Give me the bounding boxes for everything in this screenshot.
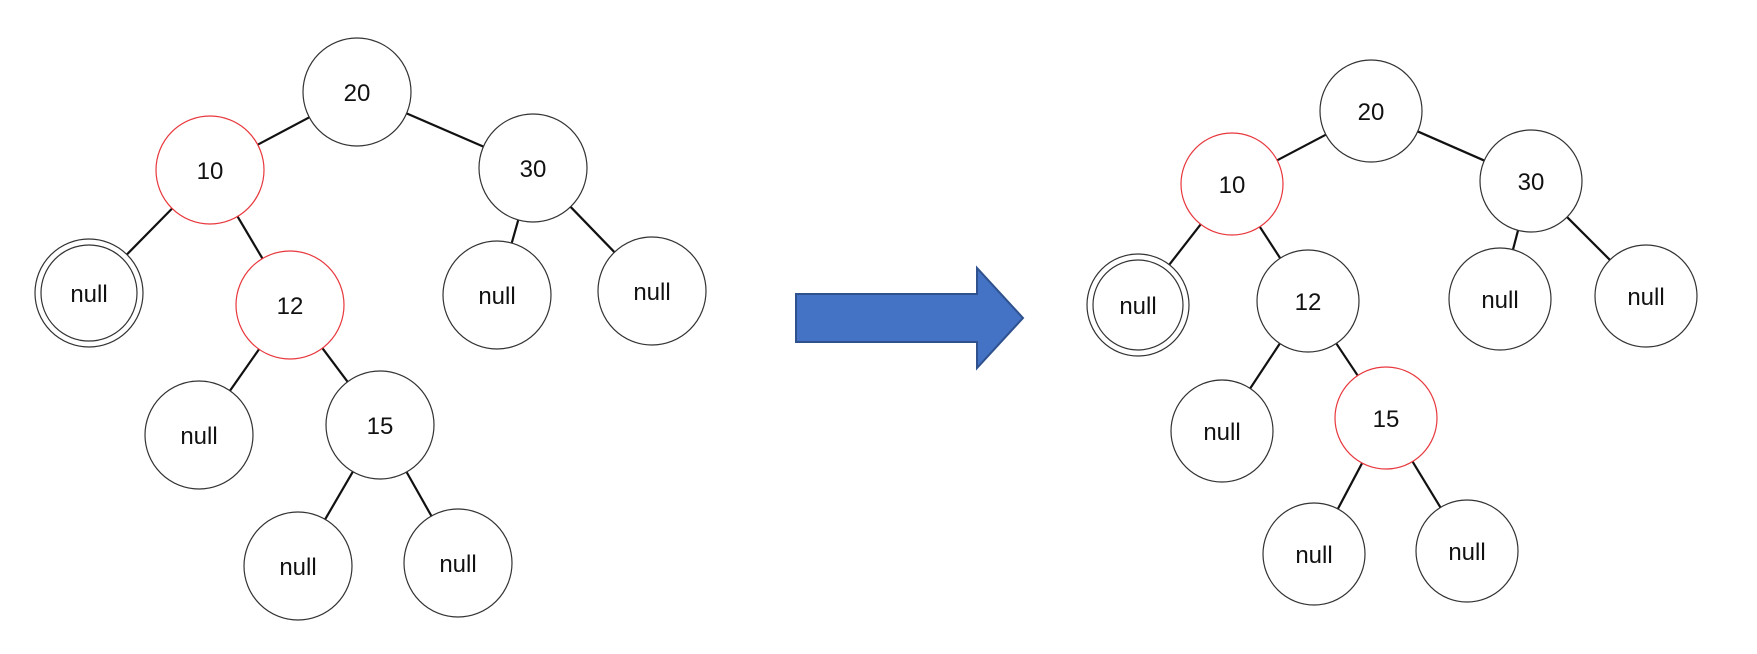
transition-arrow <box>795 265 1025 371</box>
null-leaf-node: null <box>243 511 353 621</box>
node-label: 20 <box>344 80 371 107</box>
node-label: null <box>279 554 316 581</box>
tree-edge <box>1168 223 1202 266</box>
node-label: null <box>1627 284 1664 311</box>
node-label: null <box>439 551 476 578</box>
node-label: 10 <box>197 158 224 185</box>
tree-edge <box>257 116 310 146</box>
double-border-inner-circle <box>1092 259 1184 351</box>
black-node-circle <box>1319 59 1423 163</box>
node-label: null <box>633 279 670 306</box>
tree-edge <box>321 347 349 383</box>
black-node-circle <box>1415 499 1519 603</box>
black-node-circle <box>144 380 254 490</box>
null-leaf-node: null <box>597 236 707 346</box>
tree-node-12: 12 <box>1256 249 1360 353</box>
tree-edge <box>569 206 616 253</box>
black-node-circle <box>1256 249 1360 353</box>
null-leaf-node: null <box>1415 499 1519 603</box>
black-node-circle <box>442 240 552 350</box>
node-label: null <box>1448 539 1485 566</box>
tree-node-10: 10 <box>1180 132 1284 236</box>
null-leaf-node: null <box>1170 379 1274 483</box>
red-node-circle <box>1334 366 1438 470</box>
red-node-circle <box>235 250 345 360</box>
before-tree: 20 10 30 null 12 null null null 15 null null <box>34 37 707 621</box>
black-node-circle <box>1594 244 1698 348</box>
tree-node-30: 30 <box>478 113 588 223</box>
tree-edge <box>1276 133 1327 162</box>
after-tree: 20 10 30 null 12 null null null 15 null null <box>1086 59 1698 606</box>
node-label: 12 <box>277 293 304 320</box>
tree-node-30: 30 <box>1479 129 1583 233</box>
tree-edge <box>1335 342 1359 377</box>
node-label: 30 <box>1518 169 1545 196</box>
red-node-circle <box>1180 132 1284 236</box>
black-node-circle <box>243 511 353 621</box>
tree-edge <box>229 348 260 392</box>
tree-edge <box>510 219 520 244</box>
after-tree-edges <box>1168 130 1611 510</box>
node-label: null <box>1203 419 1240 446</box>
right-arrow-icon <box>795 265 1025 371</box>
null-leaf-node: null <box>144 380 254 490</box>
tree-edge <box>324 471 354 520</box>
node-label: null <box>478 283 515 310</box>
null-leaf-node: null <box>1448 247 1552 351</box>
null-leaf-node: null <box>1594 244 1698 348</box>
node-label: 15 <box>367 413 394 440</box>
node-label: null <box>70 281 107 308</box>
tree-edge <box>1249 342 1281 390</box>
black-node-circle <box>597 236 707 346</box>
node-label: null <box>180 423 217 450</box>
null-leaf-node: null <box>442 240 552 350</box>
tree-node-12: 12 <box>235 250 345 360</box>
black-node-circle <box>478 113 588 223</box>
tree-edge <box>1258 226 1282 259</box>
tree-edge <box>126 207 173 256</box>
node-label: 10 <box>1219 172 1246 199</box>
null-leaf-node: null <box>34 238 144 348</box>
black-node-circle <box>302 37 412 147</box>
after-tree-nodes: 20 10 30 null 12 null null null 15 null null <box>1086 59 1698 606</box>
tree-edge <box>1417 130 1485 162</box>
tree-node-10: 10 <box>155 115 265 225</box>
node-label: null <box>1119 293 1156 320</box>
black-node-circle <box>1479 129 1583 233</box>
node-label: null <box>1481 287 1518 314</box>
black-node-circle <box>325 370 435 480</box>
before-tree-nodes: 20 10 30 null 12 null null null 15 null null <box>34 37 707 621</box>
tree-node-15: 15 <box>325 370 435 480</box>
tree-edge <box>1511 230 1520 250</box>
node-label: null <box>1295 542 1332 569</box>
red-node-circle <box>155 115 265 225</box>
tree-edge <box>236 215 264 260</box>
node-label: 12 <box>1295 289 1322 316</box>
tree-edge <box>1336 462 1364 510</box>
tree-node-20: 20 <box>302 37 412 147</box>
tree-edge <box>1411 460 1442 509</box>
black-node-circle <box>403 508 513 618</box>
node-label: 30 <box>520 156 547 183</box>
tree-node-15: 15 <box>1334 366 1438 470</box>
tree-node-20: 20 <box>1319 59 1423 163</box>
null-leaf-node: null <box>403 508 513 618</box>
black-node-circle <box>1170 379 1274 483</box>
node-label: 15 <box>1373 406 1400 433</box>
black-node-circle <box>1448 247 1552 351</box>
null-leaf-node: null <box>1086 253 1190 357</box>
double-border-inner-circle <box>40 244 138 342</box>
black-node-circle <box>1262 502 1366 606</box>
null-leaf-node: null <box>1262 502 1366 606</box>
tree-edge <box>1566 216 1611 261</box>
tree-edge <box>406 112 484 148</box>
before-tree-edges <box>126 112 616 520</box>
node-label: 20 <box>1358 99 1385 126</box>
tree-edge <box>405 471 433 517</box>
